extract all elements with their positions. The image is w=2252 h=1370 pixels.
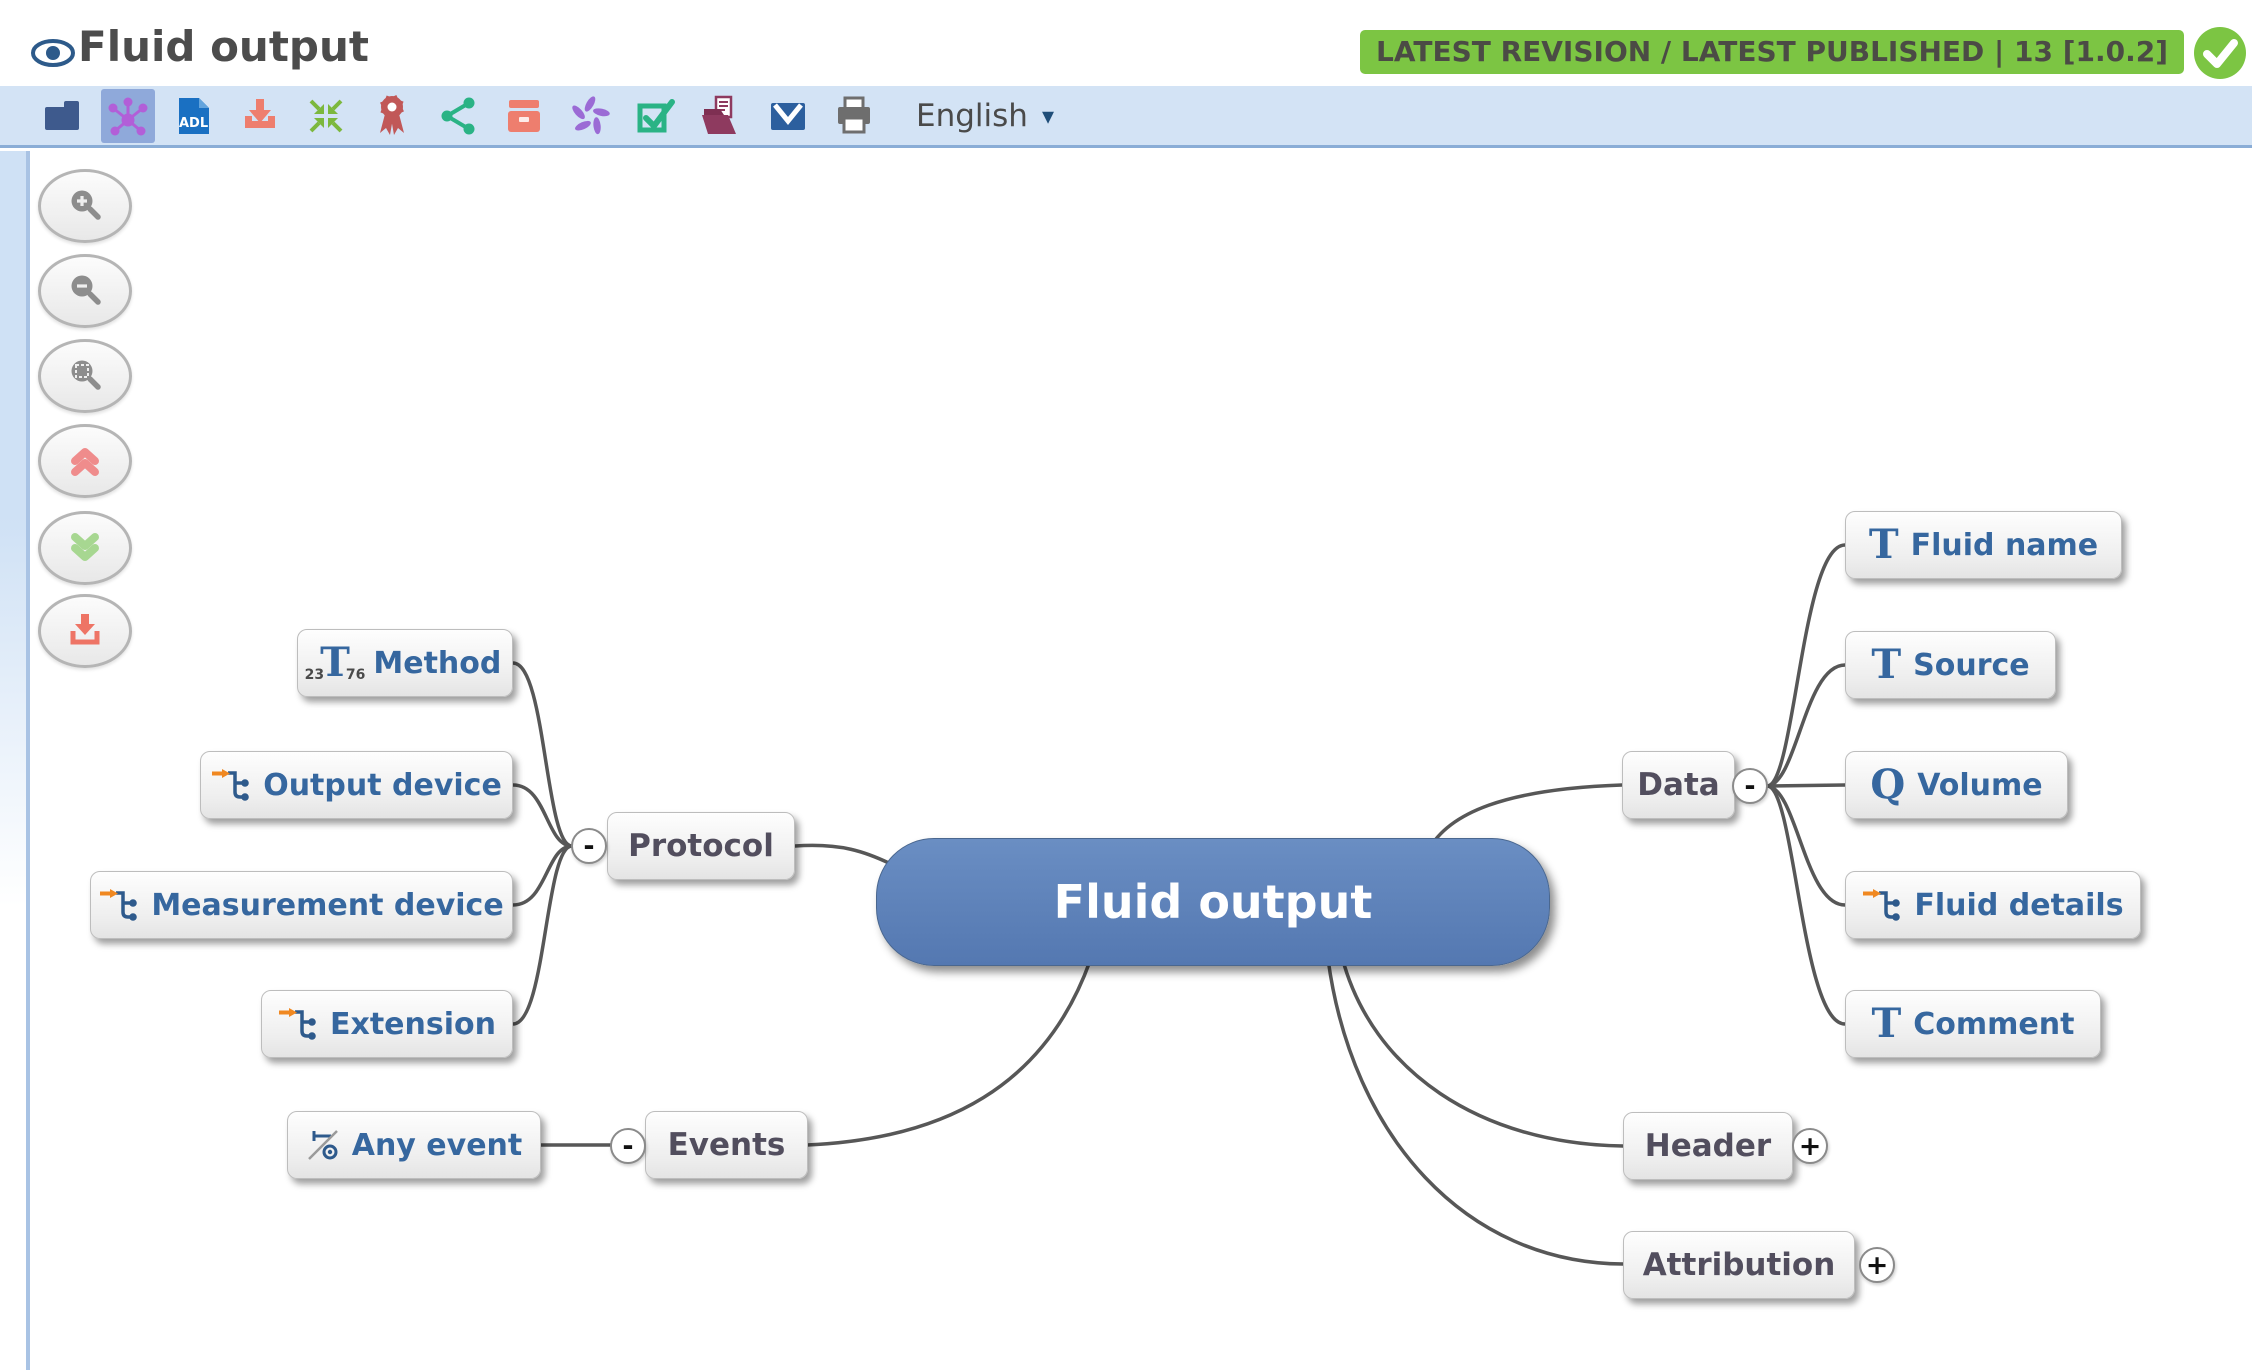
download-tool-button[interactable] — [238, 94, 282, 138]
collapse-arrows-icon — [309, 99, 343, 132]
zoom-out-icon — [71, 275, 101, 305]
mindmap-node-comment[interactable]: T Comment — [1845, 990, 2101, 1058]
mindmap-node-data[interactable]: Data — [1622, 751, 1735, 819]
collapse-all-tool-button[interactable] — [304, 94, 348, 138]
mindmap-node-any-event[interactable]: Any event — [287, 1111, 541, 1179]
mindmap-tool-button[interactable] — [101, 88, 155, 143]
collapse-branches-button[interactable] — [38, 424, 132, 498]
download-image-icon — [70, 614, 100, 645]
collapse-toggle-protocol[interactable]: - — [571, 828, 607, 864]
award-ribbon-icon — [380, 94, 404, 135]
adl-tool-button[interactable]: ADL — [172, 94, 216, 138]
mindmap-root-node[interactable]: Fluid output — [876, 838, 1550, 966]
slot-icon — [1863, 889, 1901, 921]
slot-icon — [212, 769, 249, 801]
expand-branches-button[interactable] — [38, 511, 132, 585]
mindmap-icon — [108, 97, 148, 135]
zoom-fit-button[interactable] — [38, 339, 132, 413]
mindmap-node-header[interactable]: Header — [1623, 1112, 1793, 1180]
mindmap-node-protocol[interactable]: Protocol — [607, 812, 795, 880]
award-tool-button[interactable] — [370, 94, 414, 138]
mindmap-node-source[interactable]: T Source — [1845, 631, 2056, 699]
revision-badge: LATEST REVISION / LATEST PUBLISHED | 13 … — [1360, 30, 2185, 74]
publish-folder-icon — [702, 95, 736, 134]
language-value: English — [916, 97, 1028, 134]
zoom-in-button[interactable] — [38, 169, 132, 243]
published-check-icon — [2192, 25, 2248, 85]
validate-tool-button[interactable] — [634, 94, 678, 138]
double-chevron-up-icon — [71, 448, 99, 476]
share-tool-button[interactable] — [436, 94, 480, 138]
chevron-down-icon: ▾ — [1041, 101, 1054, 130]
event-icon — [307, 1130, 338, 1160]
double-chevron-down-icon — [71, 533, 99, 561]
print-tool-button[interactable] — [832, 94, 876, 138]
text-element-icon: T — [1871, 641, 1902, 688]
adl-document-icon: ADL — [179, 97, 209, 134]
spiral-icon — [572, 95, 610, 134]
zoom-fit-icon — [71, 360, 101, 390]
quantity-element-icon: Q — [1870, 761, 1906, 808]
collapse-toggle-events[interactable]: - — [610, 1128, 646, 1164]
expand-toggle-attribution[interactable]: + — [1859, 1247, 1895, 1283]
refresh-tool-button[interactable] — [568, 94, 612, 138]
mindmap-node-attribution[interactable]: Attribution — [1623, 1231, 1855, 1299]
map-left-border — [26, 151, 30, 1370]
toolbar: ADL — [0, 86, 2252, 148]
text-element-icon: T — [1868, 521, 1899, 568]
folder-icon — [45, 100, 79, 130]
slot-icon — [279, 1008, 316, 1040]
mindmap-node-output-device[interactable]: Output device — [200, 751, 513, 819]
checkbox-icon — [637, 98, 675, 132]
slot-icon — [100, 889, 138, 921]
mindmap-node-measurement-device[interactable]: Measurement device — [90, 871, 513, 939]
eye-icon — [30, 38, 76, 72]
left-gutter — [0, 151, 26, 1370]
download-image-button[interactable] — [38, 594, 132, 668]
mindmap-node-events[interactable]: Events — [645, 1111, 808, 1179]
mail-tool-button[interactable] — [766, 94, 810, 138]
text-element-icon: T — [1871, 1000, 1902, 1047]
svg-text:ADL: ADL — [179, 116, 208, 131]
mindmap-node-extension[interactable]: Extension — [261, 990, 513, 1058]
expand-toggle-header[interactable]: + — [1792, 1128, 1828, 1164]
mindmap-canvas: Fluid output Protocol Events Data Header… — [0, 151, 2252, 1370]
collapse-toggle-data[interactable]: - — [1732, 768, 1768, 804]
mail-icon — [771, 102, 805, 130]
mindmap-node-fluid-name[interactable]: T Fluid name — [1845, 511, 2122, 579]
folder-tool-button[interactable] — [40, 94, 84, 138]
page-header: Fluid output LATEST REVISION / LATEST PU… — [0, 0, 2252, 86]
printer-icon — [838, 96, 870, 133]
archive-tool-button[interactable] — [502, 94, 546, 138]
language-dropdown[interactable]: English ▾ — [916, 98, 1054, 134]
share-icon — [441, 97, 475, 134]
page-title: Fluid output — [78, 22, 369, 71]
root-label: Fluid output — [1053, 875, 1373, 929]
download-icon — [245, 98, 275, 128]
zoom-in-icon — [71, 190, 101, 220]
mindmap-connectors — [511, 543, 1847, 1266]
archive-icon — [508, 99, 540, 132]
publish-folder-tool-button[interactable] — [700, 94, 744, 138]
mindmap-node-fluid-details[interactable]: Fluid details — [1845, 871, 2141, 939]
zoom-out-button[interactable] — [38, 254, 132, 328]
mindmap-node-volume[interactable]: Q Volume — [1845, 751, 2068, 819]
